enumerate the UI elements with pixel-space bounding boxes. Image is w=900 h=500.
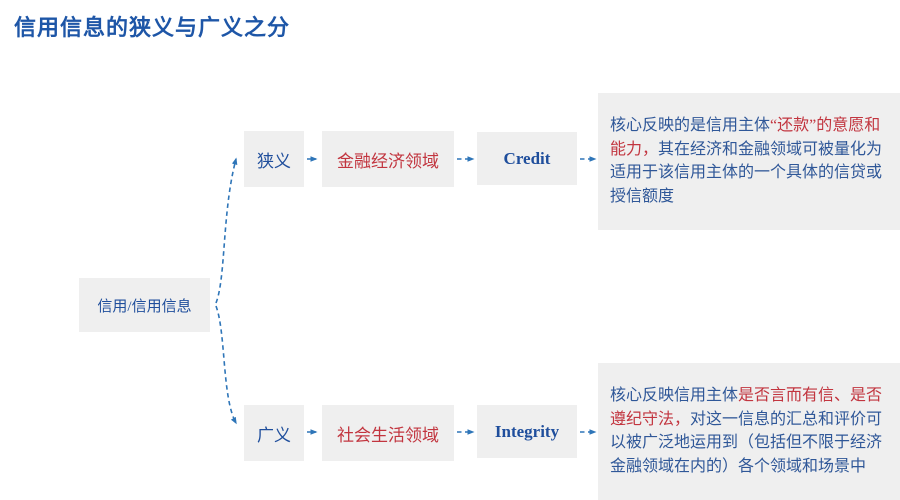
category-node-narrow: 狭义 — [244, 131, 304, 187]
root-node-label: 信用/信用信息 — [97, 298, 192, 315]
description-block-narrow: 核心反映的是信用主体“还款”的意愿和能力，其在经济和金融领域可被量化为适用于该信… — [598, 93, 900, 230]
description-broad-post: 对这一信息的汇总和评价可以被广泛地运用到（包括但不限于经济金融领域在内的）各个领… — [610, 410, 883, 475]
domain-node-social-label: 社会生活领域 — [337, 425, 439, 445]
category-node-narrow-label: 狭义 — [257, 151, 291, 171]
domain-node-social: 社会生活领域 — [322, 405, 454, 461]
description-broad-pre: 核心反映信用主体 — [610, 387, 739, 404]
description-block-broad: 核心反映信用主体是否言而有信、是否遵纪守法，对这一信息的汇总和评价可以被广泛地运… — [598, 363, 900, 500]
term-node-integrity-label: Integrity — [494, 421, 560, 441]
slide-title: 信用信息的狭义与广义之分 — [14, 15, 291, 40]
term-node-credit: Credit — [477, 132, 577, 185]
connector-root-to-narrow-arrow — [215, 157, 238, 304]
category-node-broad: 广义 — [244, 405, 304, 461]
root-node: 信用/信用信息 — [79, 278, 210, 332]
description-narrow-post: 其在经济和金融领域可被量化为适用于该信用主体的一个具体的信贷或授信额度 — [610, 140, 883, 205]
description-narrow-highlight: “还款”的意愿和能力， — [610, 117, 881, 158]
connector-root-to-broad-arrow — [215, 305, 237, 425]
term-node-credit-label: Credit — [503, 148, 551, 168]
domain-node-finance-label: 金融经济领域 — [337, 151, 439, 171]
description-narrow-pre: 核心反映的是信用主体 — [610, 117, 771, 134]
domain-node-finance: 金融经济领域 — [322, 131, 454, 187]
category-node-broad-label: 广义 — [257, 425, 291, 445]
description-broad-highlight: 是否言而有信、是否遵纪守法， — [610, 387, 883, 428]
term-node-integrity: Integrity — [477, 405, 577, 458]
